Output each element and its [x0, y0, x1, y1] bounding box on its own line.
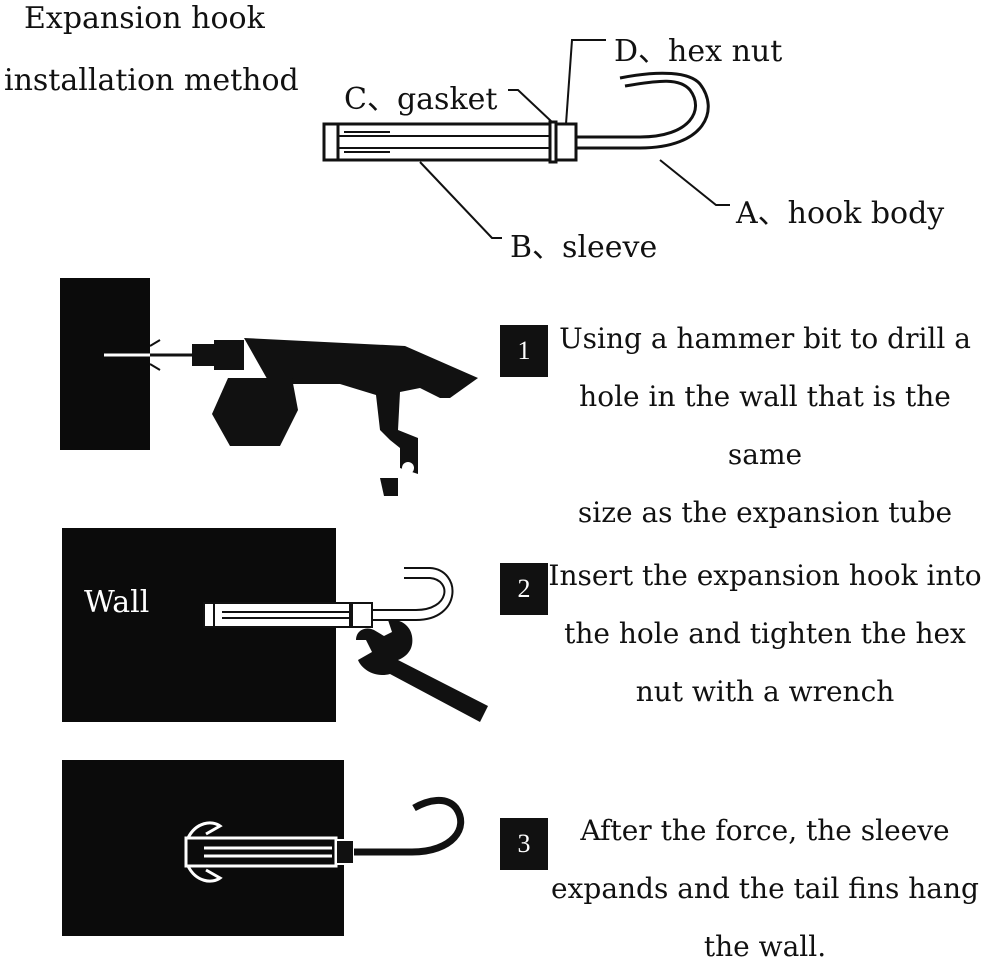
hook-body-installed	[354, 797, 465, 856]
leader-hex-nut	[565, 39, 606, 125]
step-3-number: 3	[517, 829, 531, 858]
step-3-line-1: After the force, the sleeve	[580, 814, 950, 847]
step-3-badge: 3	[500, 818, 548, 870]
wrench-icon	[356, 619, 488, 722]
leader-hook-body	[659, 159, 730, 206]
step-1-line-3: size as the expansion tube	[577, 496, 953, 529]
step-1-number: 1	[517, 336, 531, 365]
step-3-text: After the force, the sleeve expands and …	[540, 802, 989, 976]
step-2-line-1: Insert the expansion hook into	[548, 559, 982, 592]
step-2-number: 2	[517, 574, 531, 603]
title-line-2: installation method	[4, 63, 299, 98]
step-1-line-2: hole in the wall that is the same	[579, 380, 951, 471]
label-hex-nut: D、hex nut	[614, 34, 783, 69]
wall-label: Wall	[84, 585, 150, 620]
step-2-text: Insert the expansion hook into the hole …	[540, 547, 989, 721]
wall-step-1	[60, 278, 150, 450]
step-2-line-2: the hole and tighten the hex	[564, 617, 966, 650]
label-sleeve: B、sleeve	[510, 230, 658, 265]
label-gasket: C、gasket	[344, 82, 498, 117]
step-1-line-1: Using a hammer bit to drill a	[559, 322, 971, 355]
page-title: Expansion hook	[24, 4, 265, 34]
step-2-line-3: nut with a wrench	[635, 675, 895, 708]
page-subtitle: installation method	[4, 66, 299, 96]
step-2-badge: 2	[500, 563, 548, 615]
step-3-line-3: the wall.	[703, 930, 827, 963]
step-3-line-2: expands and the tail fins hang	[551, 872, 979, 905]
label-hook-body: A、hook body	[736, 196, 945, 231]
step-1-text: Using a hammer bit to drill a hole in th…	[540, 310, 989, 542]
leader-gasket	[508, 89, 553, 123]
title-line-1: Expansion hook	[24, 1, 265, 36]
step-1-badge: 1	[500, 325, 548, 377]
hook-body	[576, 79, 697, 139]
leader-sleeve	[419, 161, 502, 239]
sleeve-tip	[322, 122, 340, 162]
